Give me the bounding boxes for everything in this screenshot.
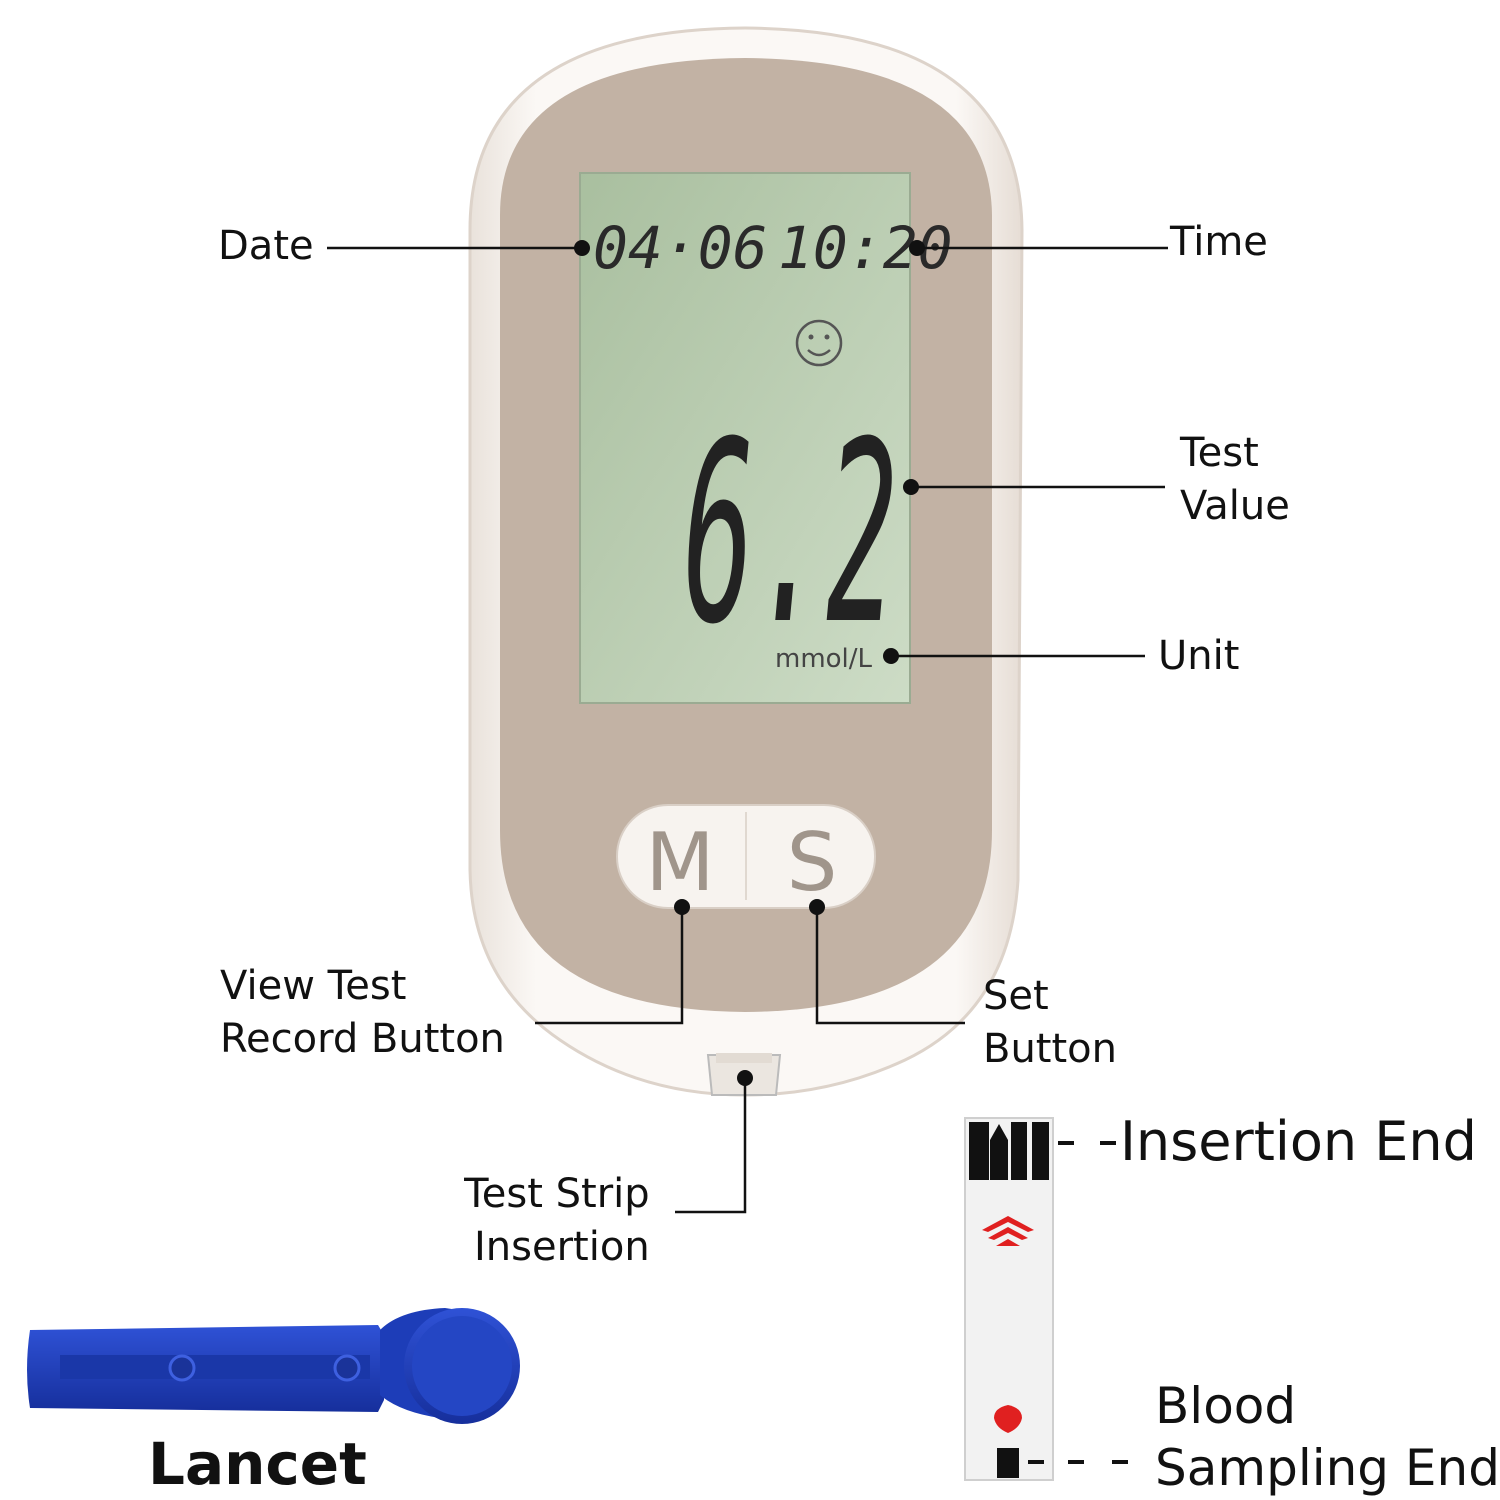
label-insertion-end: Insertion End xyxy=(1120,1110,1477,1173)
label-lancet: Lancet xyxy=(148,1430,367,1498)
label-test-strip-insertion: Test Strip Insertion xyxy=(464,1171,650,1270)
label-time: Time xyxy=(1170,219,1268,265)
leader-lines xyxy=(327,246,1168,1214)
label-test-value: Test Value xyxy=(1180,430,1290,529)
m-button[interactable]: M xyxy=(645,816,714,909)
strip-dash-lines xyxy=(1028,1141,1128,1464)
button-pill xyxy=(616,804,876,909)
label-blood-sampling-end: Blood Sampling End xyxy=(1155,1377,1500,1497)
lcd-test-value: 6.2 xyxy=(683,388,898,679)
label-unit: Unit xyxy=(1158,633,1240,679)
label-date: Date xyxy=(218,223,314,269)
leader-dots xyxy=(574,240,925,1086)
label-set-button: Set Button xyxy=(983,973,1117,1072)
lcd-screen xyxy=(579,172,911,704)
test-strip xyxy=(964,1117,1054,1481)
label-view-test-record-button: View Test Record Button xyxy=(220,963,505,1062)
s-button[interactable]: S xyxy=(787,816,838,909)
lcd-date: 04·06 xyxy=(593,214,768,282)
lcd-unit: mmol/L xyxy=(775,644,873,674)
lancet-image xyxy=(27,1308,520,1424)
smiley-icon xyxy=(795,319,843,367)
